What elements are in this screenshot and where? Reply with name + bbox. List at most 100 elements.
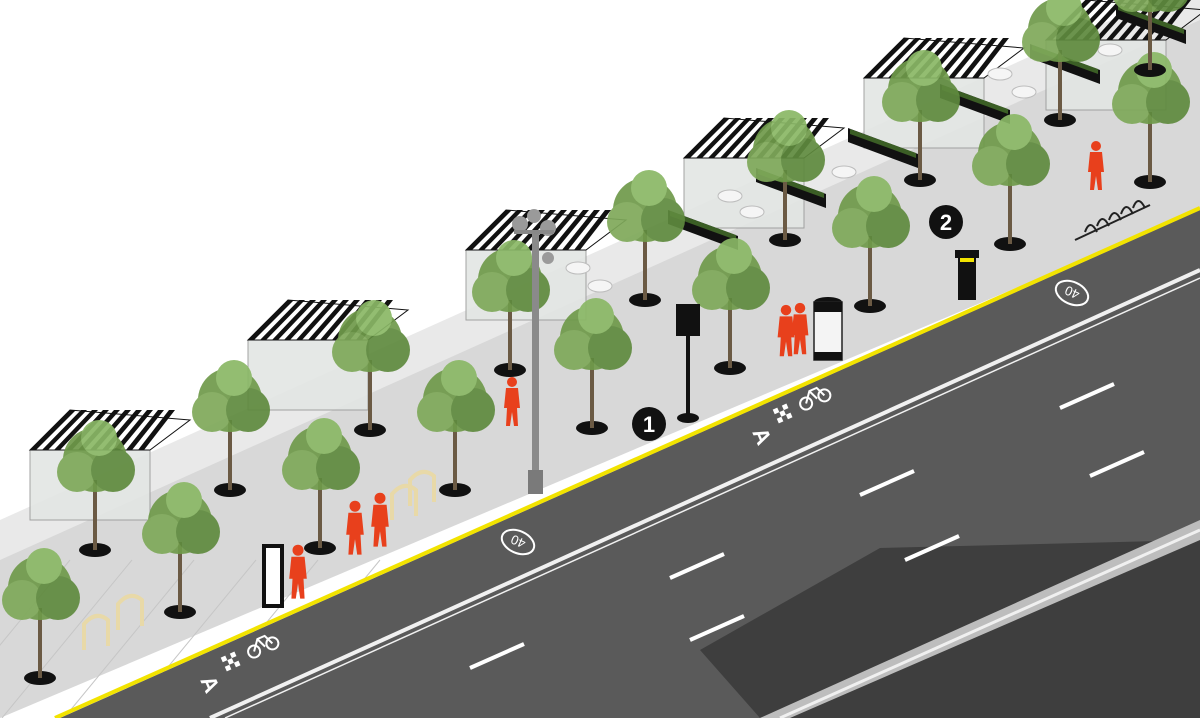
tree-canopy-lobe bbox=[356, 300, 392, 336]
street-lamp-icon bbox=[512, 209, 556, 494]
tree-canopy-lobe bbox=[176, 510, 220, 554]
tree-canopy-lobe bbox=[1056, 18, 1100, 62]
tree-canopy-lobe bbox=[771, 110, 807, 146]
planter-greenery bbox=[670, 211, 736, 240]
tree-canopy-lobe bbox=[631, 170, 667, 206]
awning-stripe bbox=[296, 300, 338, 340]
awning-stripe bbox=[272, 300, 316, 340]
street-trees bbox=[2, 0, 1190, 685]
awning-stripe bbox=[960, 38, 998, 78]
awning-stripe bbox=[948, 38, 987, 78]
pedestrian-icon bbox=[777, 304, 795, 357]
pedestrian-head bbox=[507, 377, 517, 387]
tree-canopy-lobe bbox=[472, 272, 512, 312]
tree-canopy-lobe bbox=[441, 360, 477, 396]
bicycle-icon bbox=[799, 386, 832, 411]
pedestrians bbox=[289, 141, 1104, 599]
lower-edge-line bbox=[779, 528, 1200, 718]
tree-canopy-lobe bbox=[1146, 80, 1190, 124]
awning-stripe bbox=[972, 38, 1009, 78]
awning-stripe bbox=[550, 210, 589, 250]
sign-board bbox=[262, 544, 284, 608]
awning-stripe bbox=[114, 410, 153, 450]
speed-marking-1: 40 bbox=[500, 528, 536, 556]
tree-canopy-lobe bbox=[692, 270, 732, 310]
cafe-table-icon bbox=[1097, 43, 1123, 57]
bike-rack-icon bbox=[390, 483, 418, 520]
lane-dash bbox=[669, 552, 725, 580]
awning-stripe bbox=[876, 38, 921, 78]
tree-canopy-lobe bbox=[1022, 22, 1062, 62]
speed-marking-2: 40 bbox=[1054, 279, 1090, 307]
tree-canopy-lobe bbox=[1006, 142, 1050, 186]
tree-icon bbox=[832, 176, 910, 248]
tree-trunk bbox=[1148, 112, 1152, 182]
pedestrian-body bbox=[371, 504, 389, 547]
tree-icon bbox=[607, 170, 685, 242]
tree-canopy-lobe bbox=[366, 328, 410, 372]
tree-canopy-lobe bbox=[866, 204, 910, 248]
tree-canopy-lobe bbox=[496, 240, 532, 276]
cafe-table-icon bbox=[565, 261, 591, 275]
tree-icon bbox=[1022, 0, 1100, 62]
tree-canopy-lobe bbox=[554, 330, 594, 370]
tree-icon bbox=[282, 418, 360, 490]
pedestrian-icon bbox=[346, 500, 364, 555]
tree-canopy-lobe bbox=[1112, 84, 1152, 124]
tree-icon bbox=[692, 238, 770, 310]
tree-canopy-lobe bbox=[192, 392, 232, 432]
tree-canopy-lobe bbox=[91, 448, 135, 492]
awning-stripe bbox=[138, 410, 175, 450]
bike-rack-icon bbox=[116, 593, 144, 630]
awning-stripe bbox=[696, 118, 741, 158]
bike-rack-icon bbox=[408, 469, 436, 506]
sidewalk bbox=[0, 20, 1200, 718]
tree-canopy-lobe bbox=[781, 138, 825, 182]
paving-line bbox=[1, 559, 133, 718]
pedestrian-head bbox=[1091, 141, 1101, 151]
cafe-table-icon bbox=[831, 165, 857, 179]
tree-trunk bbox=[453, 420, 457, 490]
tree-canopy-lobe bbox=[142, 514, 182, 554]
tree-icon bbox=[192, 360, 270, 432]
awning-stripe bbox=[42, 410, 87, 450]
tree-canopy-lobe bbox=[1046, 0, 1082, 26]
tree-canopy-lobe bbox=[588, 326, 632, 370]
paving-line bbox=[63, 559, 195, 718]
tree-canopy-lobe bbox=[856, 176, 892, 212]
tree-trunk bbox=[1058, 50, 1062, 120]
pedestrian-icon bbox=[371, 492, 389, 547]
tree-canopy-lobe bbox=[451, 388, 495, 432]
callout-2-label: 2 bbox=[940, 210, 952, 235]
callout-2: 2 bbox=[929, 205, 963, 239]
awning-stripe bbox=[54, 410, 98, 450]
pedestrian-body bbox=[1088, 152, 1104, 190]
lane-dashes bbox=[469, 382, 1145, 670]
tree-canopy-lobe bbox=[916, 78, 960, 122]
awning-stripe bbox=[708, 118, 752, 158]
tree-trunk bbox=[1008, 174, 1012, 244]
tree-canopy-lobe bbox=[57, 452, 97, 492]
tree-icon bbox=[332, 300, 410, 372]
lane-dash bbox=[689, 614, 745, 642]
tree-canopy-lobe bbox=[417, 392, 457, 432]
pedestrian-head bbox=[780, 304, 792, 316]
tree-trunk bbox=[868, 236, 872, 306]
awning-stripe bbox=[320, 300, 360, 340]
pedestrian-body bbox=[289, 556, 307, 599]
tree-canopy-lobe bbox=[1148, 0, 1188, 12]
speed-value: 40 bbox=[1063, 283, 1082, 303]
lane-dash bbox=[1089, 450, 1145, 478]
tree-canopy-lobe bbox=[578, 298, 614, 334]
tree-canopy-lobe bbox=[726, 266, 770, 310]
tree-trunk bbox=[728, 298, 732, 368]
tree-canopy-lobe bbox=[332, 332, 372, 372]
pedestrian-head bbox=[349, 500, 361, 512]
tree-canopy-lobe bbox=[316, 446, 360, 490]
tree-canopy-lobe bbox=[832, 208, 872, 248]
lower-curb bbox=[760, 520, 1200, 718]
tree-icon bbox=[882, 50, 960, 122]
awning-stripe bbox=[260, 300, 305, 340]
tree-trunk bbox=[1148, 0, 1152, 70]
